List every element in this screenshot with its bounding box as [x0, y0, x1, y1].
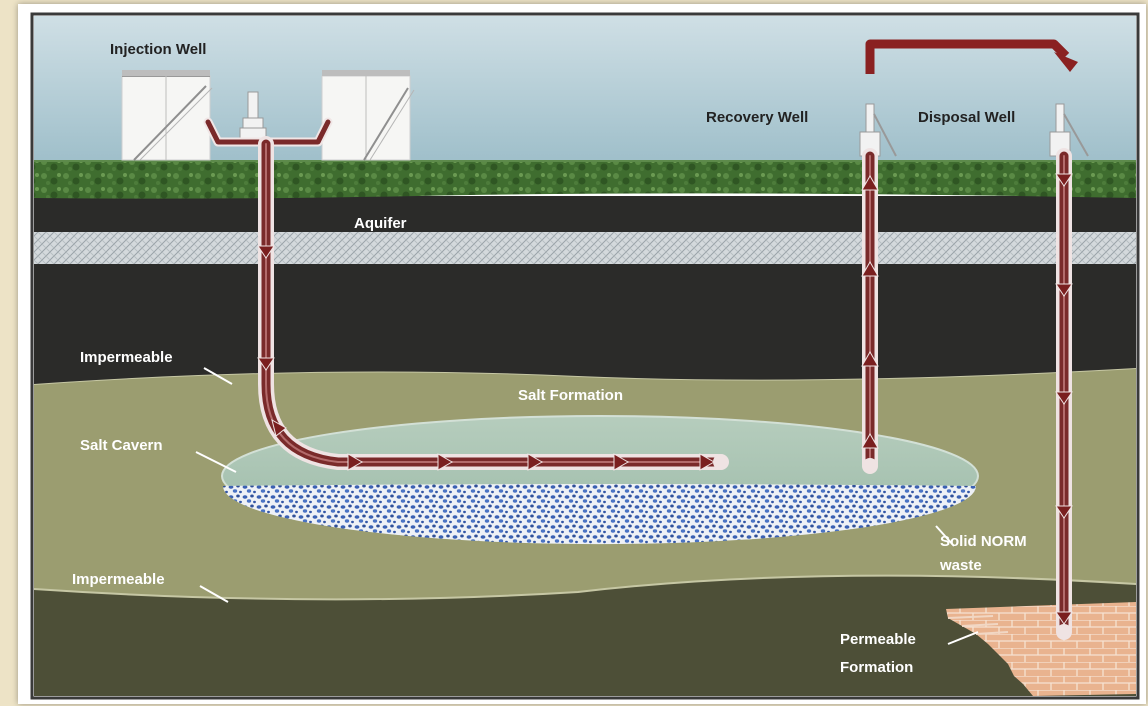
flow-arrow-down — [1055, 611, 1073, 625]
flow-arrow-down — [1055, 391, 1073, 405]
flow-arrow-down — [1055, 173, 1073, 187]
permeable-formation-label-line2: Formation — [840, 659, 913, 676]
flow-arrow-up — [861, 260, 879, 277]
storage-tank-right — [321, 70, 415, 161]
solid-norm-label-line1: Solid NORM — [940, 533, 1027, 550]
disposal-well-label: Disposal Well — [918, 109, 1015, 126]
flow-arrows — [257, 173, 1073, 625]
flow-arrow-right — [437, 453, 454, 471]
diagram-frame: Injection Well Recovery Well Disposal We… — [18, 4, 1146, 704]
permeable-formation — [946, 602, 1136, 696]
flow-arrow-right — [699, 453, 716, 471]
disposal-pipe-end — [1056, 624, 1072, 640]
permeable-formation-label-line1: Permeable — [840, 631, 916, 648]
injection-pipe-end — [713, 454, 729, 470]
flow-arrow-down — [1055, 505, 1073, 519]
impermeable-upper-label: Impermeable — [80, 349, 173, 366]
norm-waste-deposit — [223, 484, 976, 545]
flow-arrow-up — [861, 350, 879, 367]
leader-lines — [195, 367, 979, 645]
storage-tank-left — [121, 70, 213, 161]
aquifer-band — [34, 232, 1136, 264]
flow-arrow-diagonal — [271, 418, 287, 437]
transfer-arrow — [865, 39, 1070, 74]
salt-cavern-label: Salt Cavern — [80, 437, 163, 454]
flow-arrow-right — [613, 453, 630, 471]
dark-strata — [34, 196, 1136, 384]
grass-topsoil — [34, 160, 1136, 199]
transfer-arrow-head — [1054, 52, 1078, 72]
injection-well-label: Injection Well — [110, 41, 206, 58]
flow-arrow-down — [257, 357, 275, 371]
flow-arrow-up — [861, 432, 879, 449]
recovery-pipe-end — [862, 458, 878, 474]
disposal-wellhead — [1049, 103, 1089, 157]
flow-arrow-right — [527, 453, 544, 471]
impermeable-boundary-lower — [33, 574, 1137, 601]
impermeable-lower-label: Impermeable — [72, 571, 165, 588]
salt-formation-label: Salt Formation — [518, 387, 623, 404]
flow-arrow-down — [1055, 283, 1073, 297]
flow-arrow-right — [347, 453, 364, 471]
recovery-well-label: Recovery Well — [706, 109, 808, 126]
flow-arrow-up — [861, 174, 879, 191]
flow-arrow-down — [257, 245, 275, 259]
panel-border — [30, 12, 1140, 700]
solid-norm-label-line2: waste — [939, 557, 982, 574]
aquifer-label: Aquifer — [354, 215, 407, 232]
permeable-edge-lines — [947, 615, 1009, 635]
salt-cavern-disposal-diagram: Injection Well Recovery Well Disposal We… — [30, 12, 1140, 700]
